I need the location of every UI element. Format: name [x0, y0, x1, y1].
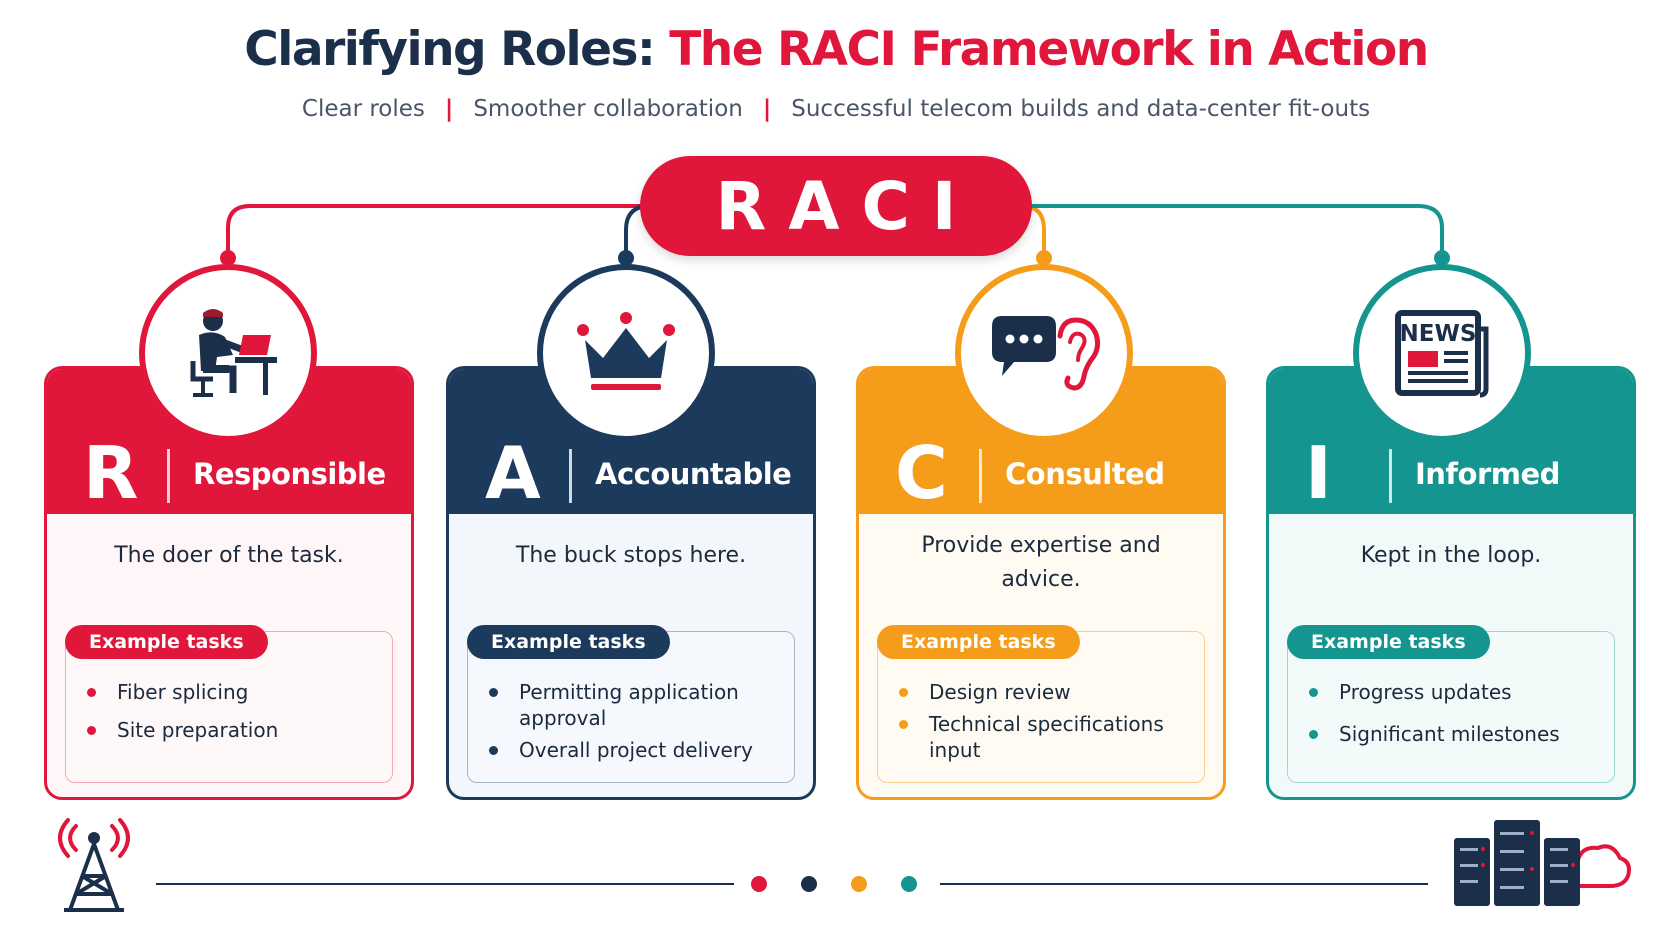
- header-divider: [1389, 449, 1392, 503]
- raci-badge: RACI: [640, 156, 1032, 256]
- role-description: Provide expertise and advice.: [921, 533, 1161, 592]
- news-text: NEWS: [1400, 321, 1477, 347]
- speech-bubble-ear-icon: [955, 264, 1133, 442]
- person-at-laptop-icon: [139, 264, 317, 442]
- footer-divider-left: [156, 883, 734, 885]
- role-description: The doer of the task.: [114, 543, 344, 568]
- connector-dot: [1434, 250, 1450, 266]
- subtitle-separator: |: [762, 96, 772, 122]
- footer-dot-orange: [851, 876, 867, 892]
- role-letter: C: [895, 431, 948, 515]
- title-part-1: Clarifying Roles:: [244, 22, 656, 77]
- role-description: Kept in the loop.: [1360, 543, 1542, 568]
- role-name: Accountable: [595, 457, 792, 491]
- role-letter: R: [83, 431, 139, 515]
- server-cloud-icon: [1454, 820, 1631, 906]
- footer-dot-teal: [901, 876, 917, 892]
- header-divider: [979, 449, 982, 503]
- crown-icon: [537, 264, 715, 442]
- subtitle-separator: |: [444, 96, 454, 122]
- task-item: Fiber splicing: [87, 679, 397, 705]
- footer-dot-navy: [801, 876, 817, 892]
- task-item: Permitting application approval: [489, 679, 799, 731]
- role-letter: A: [485, 431, 541, 515]
- task-list: Permitting application approval Overall …: [489, 679, 799, 769]
- cell-tower-icon: [58, 818, 130, 912]
- role-name: Responsible: [193, 457, 386, 491]
- subtitle-item: Successful telecom builds and data-cente…: [791, 96, 1371, 122]
- subtitle: Clear roles | Smoother collaboration | Succe…: [0, 96, 1672, 122]
- header-divider: [569, 449, 572, 503]
- example-tasks-tag: Example tasks: [467, 625, 670, 659]
- task-item: Technical specifications input: [899, 711, 1209, 763]
- newspaper-icon: NEWS: [1353, 264, 1531, 442]
- example-tasks-tag: Example tasks: [65, 625, 268, 659]
- card-responsible: R Responsible The doer of the task. Exam…: [44, 366, 414, 800]
- subtitle-item: Clear roles: [301, 96, 425, 122]
- connector-dot: [1036, 250, 1052, 266]
- task-item: Site preparation: [87, 717, 397, 743]
- connector-dot: [220, 250, 236, 266]
- subtitle-item: Smoother collaboration: [473, 96, 743, 122]
- task-list: Fiber splicing Site preparation: [87, 679, 397, 755]
- example-tasks-tag: Example tasks: [877, 625, 1080, 659]
- role-name: Informed: [1415, 457, 1560, 491]
- task-list: Progress updates Significant milestones: [1309, 679, 1619, 763]
- task-item: Progress updates: [1309, 679, 1619, 705]
- page-title: Clarifying Roles: The RACI Framework in …: [0, 22, 1672, 77]
- role-name: Consulted: [1005, 457, 1165, 491]
- role-description: The buck stops here.: [515, 543, 747, 568]
- footer-dot-red: [751, 876, 767, 892]
- connector-dot: [618, 250, 634, 266]
- footer-divider-right: [940, 883, 1428, 885]
- example-tasks-tag: Example tasks: [1287, 625, 1490, 659]
- title-part-2: The RACI Framework in Action: [669, 22, 1429, 77]
- role-letter: I: [1305, 431, 1332, 515]
- header-divider: [167, 449, 170, 503]
- task-item: Design review: [899, 679, 1209, 705]
- task-list: Design review Technical specifications i…: [899, 679, 1209, 769]
- task-item: Overall project delivery: [489, 737, 799, 763]
- task-item: Significant milestones: [1309, 721, 1619, 747]
